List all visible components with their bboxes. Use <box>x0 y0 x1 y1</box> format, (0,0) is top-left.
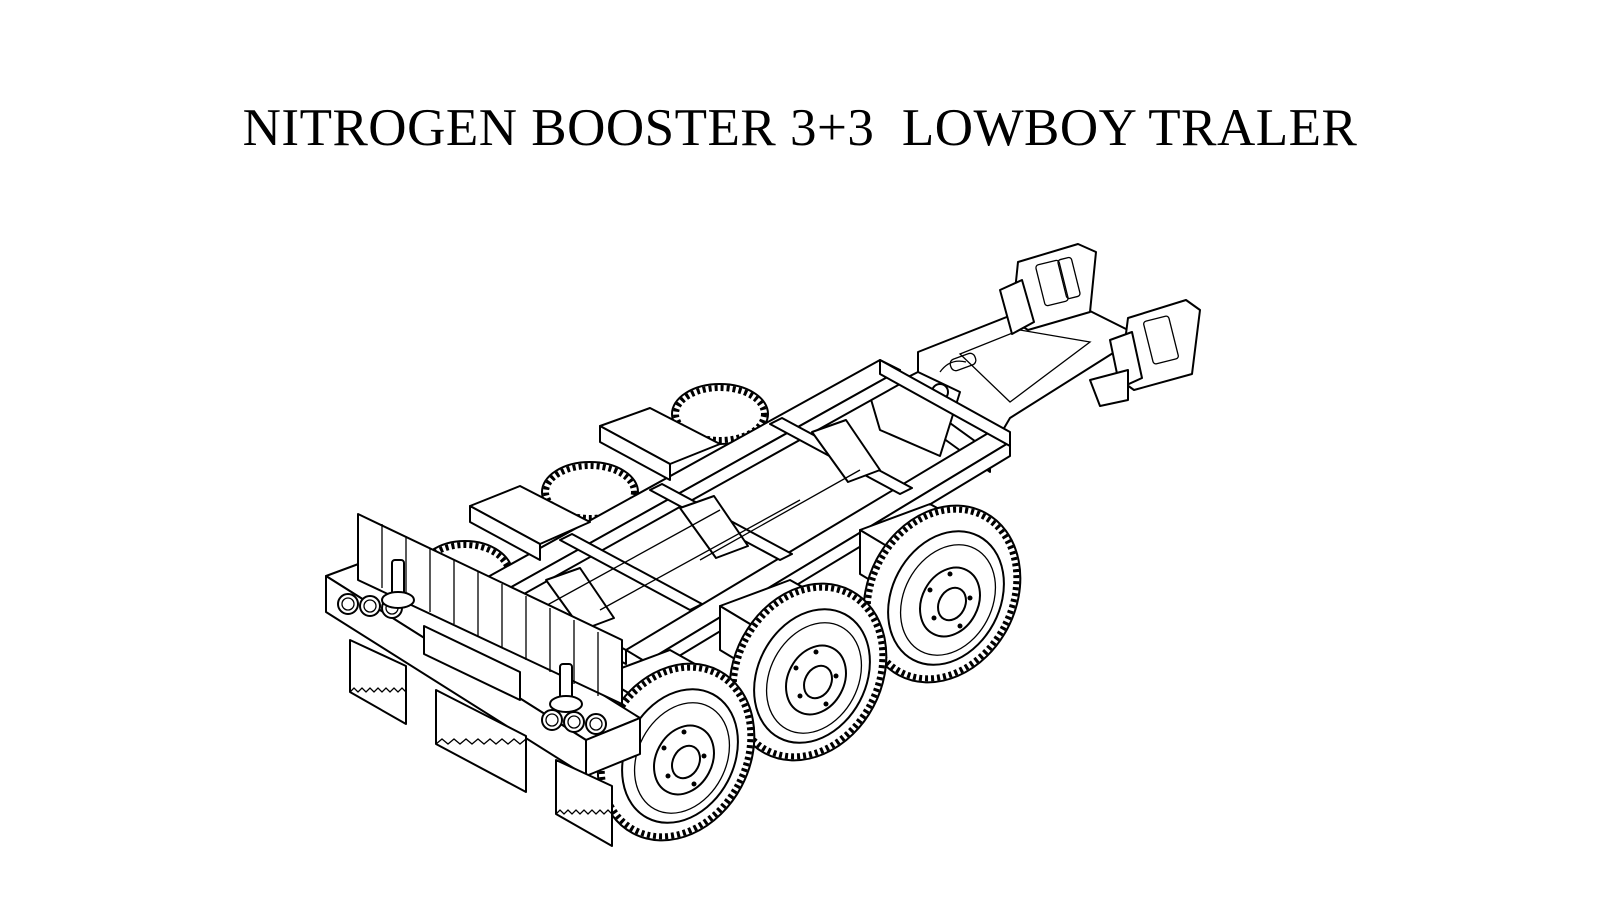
drawing-title: NITROGEN BOOSTER 3+3 LOWBOY TRALER <box>242 99 1358 157</box>
